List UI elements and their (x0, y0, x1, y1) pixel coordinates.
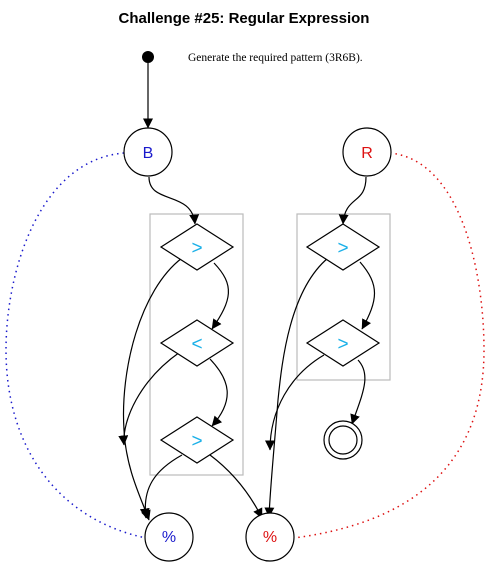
edge-left1-to-left2 (211, 262, 229, 330)
diagram-caption: Generate the required pattern (3R6B). (188, 52, 363, 64)
right-cluster-box (296, 213, 391, 381)
edge-left3-to-rsink (209, 454, 263, 519)
b-sink-label: % (162, 529, 176, 546)
left-diamond-3: > (159, 416, 235, 464)
right-diamond-2: > (305, 319, 381, 367)
r-sink-label: % (263, 529, 277, 546)
edges (118, 63, 375, 521)
start-dot (142, 51, 154, 63)
right-diamond-1: > (305, 223, 381, 271)
edge-left1-to-bsink (122, 257, 183, 521)
left-diamond-1-glyph: > (191, 238, 202, 259)
b-sink-node: % (144, 512, 194, 562)
edge-b-to-left1 (148, 176, 200, 225)
edge-left2-to-left3 (209, 358, 228, 427)
diagram-title: Challenge #25: Regular Expression (119, 10, 370, 27)
edge-left3-to-bsink (139, 454, 183, 519)
right-diamond-2-glyph: > (337, 334, 348, 355)
r-source-label: R (361, 145, 373, 162)
edge-right2-to-accept (350, 359, 366, 425)
r-sink-node: % (245, 512, 295, 562)
left-diamond-3-glyph: > (191, 431, 202, 452)
edge-right1-to-right2 (359, 261, 375, 330)
edge-right1-to-rsink (264, 257, 329, 518)
left-diamond-2: < (159, 319, 235, 367)
accept-node (323, 420, 363, 460)
edge-r-to-right1 (338, 176, 367, 225)
edge-left2-merge (118, 351, 181, 446)
right-diamond-1-glyph: > (337, 238, 348, 259)
left-diamond-2-glyph: < (191, 334, 202, 355)
edge-right2-merge (265, 354, 325, 451)
left-cluster-box (149, 213, 244, 476)
r-source-node: R (342, 127, 392, 177)
left-diamond-1: > (159, 223, 235, 271)
b-dotted-link (5, 152, 147, 539)
b-source-node: B (123, 127, 173, 177)
b-source-label: B (143, 145, 154, 162)
